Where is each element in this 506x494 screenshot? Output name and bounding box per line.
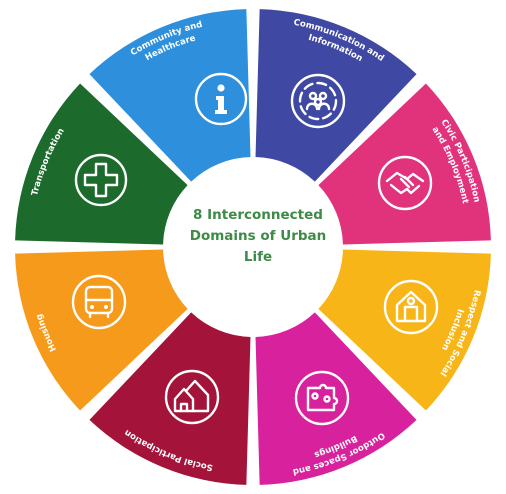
building-icon [383, 279, 439, 335]
medical-cross-icon [74, 153, 128, 207]
handshake-icon [377, 155, 433, 211]
segment-housing [15, 249, 188, 411]
houses-icon [164, 369, 220, 425]
info-icon [194, 72, 248, 126]
people-cycle-icon [290, 73, 346, 129]
segment-respect [318, 249, 491, 411]
segments-layer [15, 9, 491, 485]
icons-layer [71, 72, 439, 426]
segment-social [89, 312, 251, 485]
center-title-line-1: 8 Interconnected [193, 207, 323, 223]
segment-civic [318, 83, 491, 245]
center-title-line-2: Domains of Urban [189, 228, 327, 244]
center-circle [164, 158, 342, 336]
bus-icon [71, 274, 127, 330]
center-title-line-3: Life [243, 249, 273, 265]
segment-community [89, 9, 251, 182]
center-title: 8 Interconnected Domains of Urban Life [173, 205, 343, 268]
puzzle-people-icon [294, 370, 350, 426]
